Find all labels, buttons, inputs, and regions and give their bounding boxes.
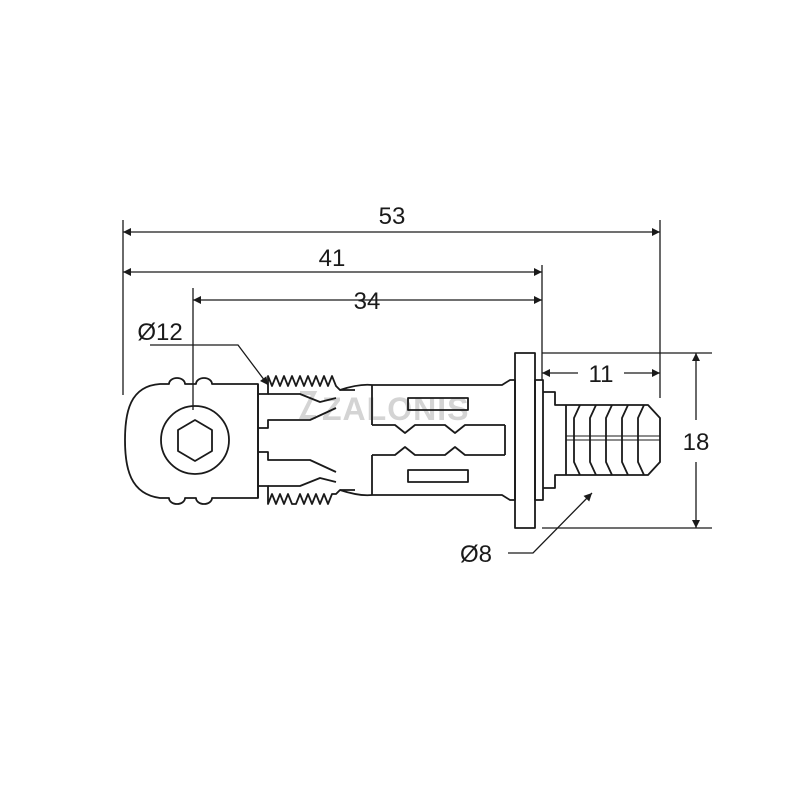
hex-socket-icon bbox=[177, 419, 213, 462]
dim-center-to-flange: 34 bbox=[354, 288, 381, 315]
upper-arm bbox=[258, 375, 355, 429]
cam-head bbox=[124, 377, 259, 505]
dim-body-length: 41 bbox=[319, 245, 346, 272]
watermark-text: ZALONIS bbox=[322, 391, 469, 427]
dim-flange-to-end: 11 bbox=[589, 361, 614, 388]
lower-arm bbox=[258, 451, 355, 505]
extension-lines bbox=[122, 220, 712, 529]
socket-circle bbox=[160, 405, 230, 475]
dim-head-diameter: Ø12 bbox=[137, 319, 182, 346]
dim-total-length: 53 bbox=[379, 203, 406, 230]
watermark: ZALONIS bbox=[298, 391, 469, 427]
dimension-lines bbox=[123, 228, 700, 554]
connector-part bbox=[124, 352, 661, 529]
body-slot-lower bbox=[407, 469, 469, 483]
dim-flange-height: 18 bbox=[683, 429, 710, 456]
body-slot-upper bbox=[407, 397, 469, 411]
dim-dowel-diameter: Ø8 bbox=[460, 541, 492, 568]
flange bbox=[514, 352, 536, 529]
